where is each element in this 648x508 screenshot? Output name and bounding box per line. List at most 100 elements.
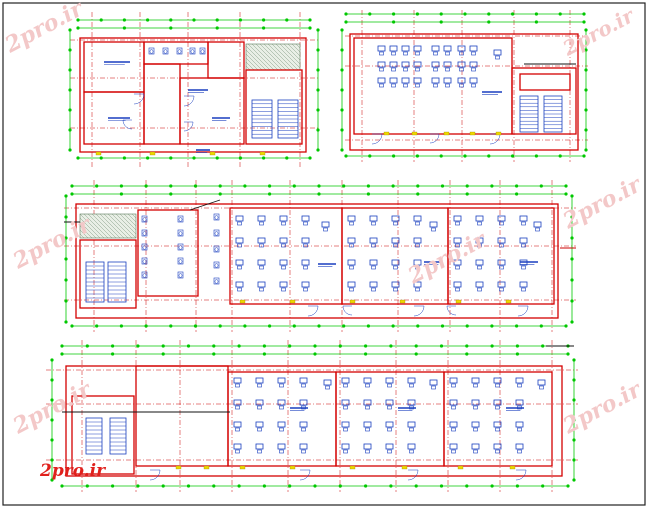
dimension-tick bbox=[316, 88, 320, 92]
door-swing bbox=[489, 133, 501, 145]
dimension-tick bbox=[60, 484, 64, 488]
dimension-tick bbox=[340, 68, 344, 72]
wall bbox=[137, 209, 199, 297]
chair bbox=[455, 287, 460, 292]
desk bbox=[453, 215, 462, 222]
desk bbox=[391, 281, 400, 288]
desk bbox=[413, 259, 422, 266]
desk bbox=[255, 399, 264, 406]
chair bbox=[387, 383, 392, 388]
wc-bowl bbox=[200, 49, 205, 54]
stair bbox=[85, 417, 103, 455]
dimension-tick bbox=[122, 18, 126, 22]
dimension-tick bbox=[308, 18, 312, 22]
wc-bowl bbox=[214, 215, 219, 220]
desk bbox=[255, 421, 264, 428]
wc-bowl bbox=[190, 49, 195, 54]
chair bbox=[235, 449, 240, 454]
section-tag bbox=[239, 299, 246, 304]
desk bbox=[443, 77, 452, 84]
desk bbox=[323, 379, 332, 386]
dimension-tick bbox=[95, 184, 99, 188]
chair bbox=[365, 427, 370, 432]
wc-fixture bbox=[189, 47, 196, 55]
door-swing bbox=[429, 133, 440, 144]
dimension-tick bbox=[292, 184, 296, 188]
chair bbox=[391, 83, 396, 88]
dimension-tick bbox=[317, 192, 321, 196]
door-swing bbox=[342, 305, 353, 316]
dimension-tick bbox=[144, 184, 148, 188]
wc-bowl bbox=[214, 247, 219, 252]
hatch-line bbox=[251, 43, 279, 71]
desk bbox=[233, 399, 242, 406]
wc-bowl bbox=[178, 273, 183, 278]
dimension-tick bbox=[316, 68, 320, 72]
chair bbox=[431, 385, 436, 390]
wall bbox=[227, 371, 337, 467]
chair bbox=[303, 287, 308, 292]
wc-fixture bbox=[213, 245, 220, 253]
dimension-tick bbox=[414, 352, 418, 356]
section-tag bbox=[509, 465, 516, 470]
chair bbox=[259, 221, 264, 226]
dimension-tick bbox=[340, 48, 344, 52]
desk bbox=[235, 259, 244, 266]
chair bbox=[499, 265, 504, 270]
chair bbox=[349, 265, 354, 270]
dimension-tick bbox=[584, 48, 588, 52]
desk bbox=[407, 443, 416, 450]
chair bbox=[473, 405, 478, 410]
desk bbox=[519, 281, 528, 288]
desk bbox=[493, 399, 502, 406]
hatch-line bbox=[91, 213, 117, 239]
chair bbox=[349, 221, 354, 226]
dimension-tick bbox=[584, 128, 588, 132]
section-tag bbox=[411, 131, 418, 136]
dimension-tick bbox=[64, 299, 68, 303]
hatch-line bbox=[79, 217, 101, 239]
chair bbox=[323, 227, 328, 232]
chair bbox=[343, 405, 348, 410]
hatch-line bbox=[107, 213, 133, 239]
dimension-tick bbox=[192, 18, 196, 22]
desk bbox=[389, 77, 398, 84]
dimension-tick bbox=[439, 20, 443, 24]
hatch-line bbox=[245, 49, 267, 71]
chair bbox=[521, 243, 526, 248]
dimension-tick bbox=[212, 484, 216, 488]
wc-fixture bbox=[162, 47, 169, 55]
ground-floor-plan-right bbox=[340, 10, 588, 162]
chair bbox=[259, 243, 264, 248]
chair bbox=[433, 67, 438, 72]
desk bbox=[449, 399, 458, 406]
desk bbox=[457, 77, 466, 84]
chair bbox=[281, 243, 286, 248]
chair bbox=[495, 383, 500, 388]
hatch-line bbox=[99, 213, 125, 239]
door-swing bbox=[371, 133, 383, 145]
desk bbox=[389, 45, 398, 52]
chair bbox=[393, 287, 398, 292]
section-tag bbox=[383, 131, 390, 136]
desk bbox=[363, 399, 372, 406]
chair bbox=[499, 287, 504, 292]
hatch-line bbox=[263, 43, 291, 71]
dimension-tick bbox=[570, 320, 574, 324]
dimension-tick bbox=[570, 236, 574, 240]
wc-fixture bbox=[213, 277, 220, 285]
chair bbox=[415, 243, 420, 248]
desk bbox=[537, 379, 546, 386]
dimension-tick bbox=[342, 324, 346, 328]
chair bbox=[393, 243, 398, 248]
desk bbox=[413, 237, 422, 244]
desk bbox=[471, 377, 480, 384]
chair bbox=[325, 385, 330, 390]
hatch-line bbox=[83, 213, 109, 239]
chair bbox=[235, 405, 240, 410]
chair bbox=[455, 265, 460, 270]
desk bbox=[533, 221, 542, 228]
section-tag bbox=[469, 131, 476, 136]
chair bbox=[409, 383, 414, 388]
dimension-tick bbox=[465, 344, 469, 348]
